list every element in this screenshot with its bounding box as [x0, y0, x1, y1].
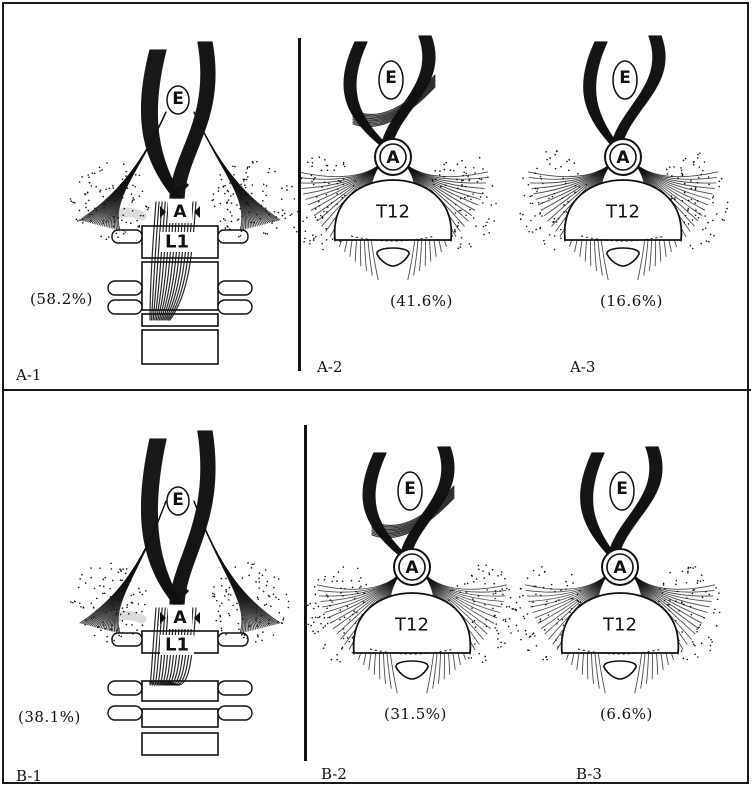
panel-b2: E A T12 (31.5%) B-2 — [306, 391, 506, 786]
spinal-canal — [604, 661, 636, 679]
panel-b3: E A T12 (6.6%) B-3 — [520, 391, 720, 786]
axial-diagram-a3: E A T12 — [510, 0, 710, 389]
panel-label-b1: B-1 — [16, 767, 42, 785]
panel-label-a2: A-2 — [317, 358, 342, 376]
crus-fan-right — [194, 112, 280, 230]
transverse-process — [218, 300, 252, 314]
panel-a3: E A T12 (16.6%) A-3 — [510, 0, 710, 389]
transverse-process — [108, 281, 142, 295]
hiatus-right-limb — [170, 431, 215, 604]
frontal-diagram-b1: E A L1 — [0, 391, 300, 786]
axial-diagram-b3: E A T12 — [520, 391, 720, 786]
panel-a2: E A T12 (41.6%) A-2 — [300, 0, 500, 389]
aorta-label: A — [616, 148, 630, 168]
l1-process-right — [218, 633, 248, 646]
spinal-canal — [607, 248, 639, 266]
axial-diagram-b2: E A T12 — [306, 391, 506, 786]
esophagus-label: E — [172, 89, 184, 109]
percent-b3: (6.6%) — [600, 705, 653, 723]
aorta-label: A — [405, 558, 419, 578]
panel-label-b2: B-2 — [321, 765, 347, 783]
esophagus-label: E — [404, 479, 416, 499]
aorta-label: A — [173, 608, 187, 628]
percent-a1: (58.2%) — [30, 290, 93, 308]
percent-b2: (31.5%) — [384, 705, 447, 723]
aorta-label: A — [613, 558, 627, 578]
transverse-process — [218, 281, 252, 295]
l1-label: L1 — [165, 232, 189, 253]
spinal-canal — [377, 248, 409, 266]
t12-label: T12 — [394, 615, 429, 636]
t12-label: T12 — [375, 202, 410, 223]
panel-a1: E A L1 (58.2%) A-1 — [0, 0, 300, 389]
hiatus-right-limb — [170, 42, 215, 198]
transverse-process — [218, 706, 252, 720]
l1-process-left — [112, 230, 142, 243]
percent-b1: (38.1%) — [18, 708, 81, 726]
aorta-label: A — [173, 202, 187, 222]
t12-label: T12 — [602, 615, 637, 636]
percent-a3: (16.6%) — [600, 292, 663, 310]
transverse-process — [218, 681, 252, 695]
esophagus-label: E — [172, 490, 184, 510]
transverse-process — [108, 706, 142, 720]
panel-b1: E A L1 (38.1%) B-1 — [0, 391, 300, 786]
l1-label: L1 — [165, 635, 189, 656]
panel-label-a3: A-3 — [570, 358, 595, 376]
transverse-process — [108, 300, 142, 314]
l1-process-right — [218, 230, 248, 243]
spinal-canal — [396, 661, 428, 679]
esophagus-label: E — [385, 68, 397, 88]
l1-process-left — [112, 633, 142, 646]
esophagus-label: E — [616, 479, 628, 499]
panel-label-b3: B-3 — [576, 765, 602, 783]
aorta-label: A — [386, 148, 400, 168]
esophagus-label: E — [619, 68, 631, 88]
transverse-process — [108, 681, 142, 695]
percent-a2: (41.6%) — [390, 292, 453, 310]
panel-label-a1: A-1 — [16, 366, 41, 384]
t12-label: T12 — [605, 202, 640, 223]
frontal-diagram-a1: E A L1 — [0, 0, 300, 389]
axial-diagram-a2: E A T12 — [300, 0, 500, 389]
